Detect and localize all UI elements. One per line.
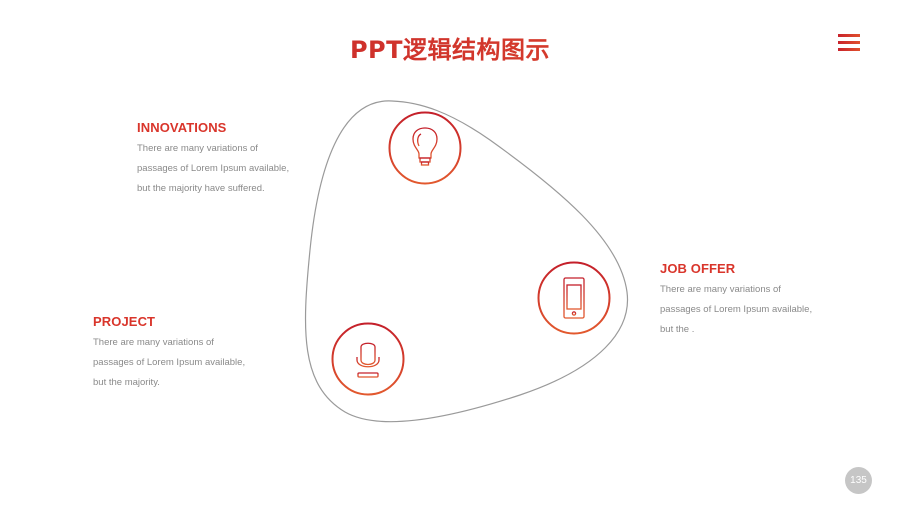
project-text-line: passages of Lorem Ipsum available, bbox=[93, 357, 246, 368]
innovations-text-line: There are many variations of bbox=[137, 143, 258, 154]
project-text-line: There are many variations of bbox=[93, 337, 214, 348]
innovations-text-line: passages of Lorem Ipsum available, bbox=[137, 163, 290, 174]
page-number-badge: 135 bbox=[845, 467, 872, 494]
microphone-icon bbox=[356, 342, 380, 378]
job-offer-text-line: passages of Lorem Ipsum available, bbox=[660, 304, 813, 315]
job-offer-text-line: but the . bbox=[660, 324, 695, 335]
job-offer-text-line: There are many variations of bbox=[660, 284, 781, 295]
menu-bar bbox=[838, 48, 860, 51]
project-block: PROJECT There are many variations of pas… bbox=[93, 314, 245, 393]
lightbulb-node[interactable] bbox=[388, 111, 462, 185]
innovations-heading: INNOVATIONS bbox=[137, 120, 227, 135]
menu-bar bbox=[838, 34, 860, 37]
menu-bar bbox=[838, 41, 860, 44]
project-heading: PROJECT bbox=[93, 314, 156, 329]
microphone-node[interactable] bbox=[331, 322, 405, 396]
smartphone-node[interactable] bbox=[537, 261, 611, 335]
project-text-line: but the majority. bbox=[93, 377, 160, 388]
job-offer-heading: JOB OFFER bbox=[660, 261, 736, 276]
hamburger-menu-icon[interactable] bbox=[838, 34, 860, 52]
innovations-text-line: but the majority have suffered. bbox=[137, 183, 265, 194]
job-offer-block: JOB OFFER There are many variations of p… bbox=[660, 261, 812, 340]
slide-title: PPT逻辑结构图示 bbox=[0, 30, 900, 65]
lightbulb-icon bbox=[412, 127, 438, 166]
innovations-block: INNOVATIONS There are many variations of… bbox=[137, 120, 289, 199]
smartphone-icon bbox=[563, 277, 585, 319]
